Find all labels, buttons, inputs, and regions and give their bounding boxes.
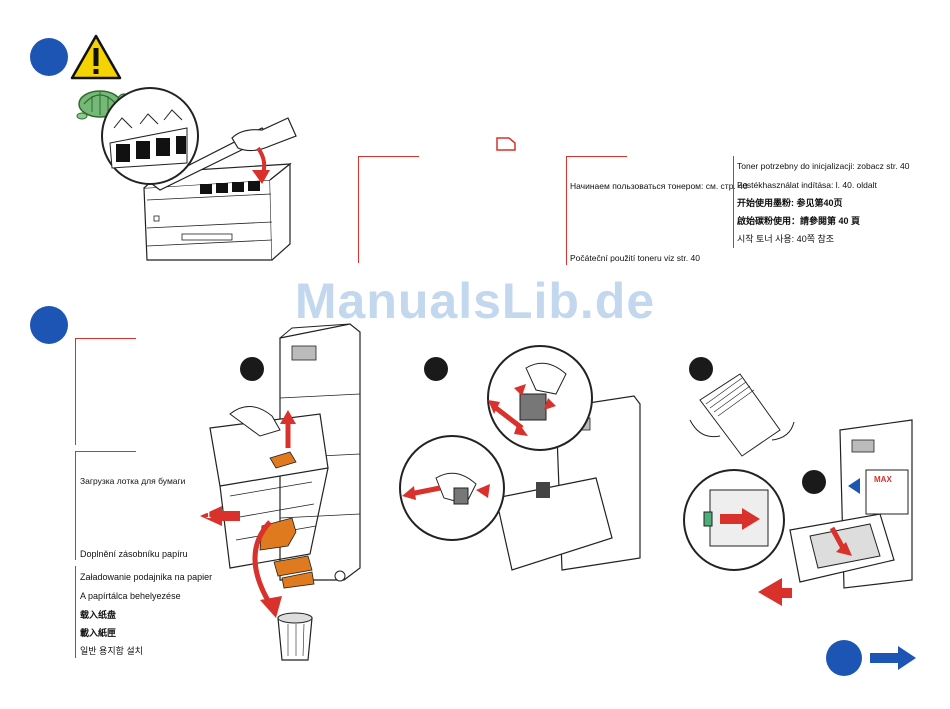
- tray-text-korean: 일반 용지함 설치: [80, 646, 143, 656]
- paper-guide-adjust-illustration: [399, 345, 641, 571]
- next-step-circle: [826, 640, 862, 676]
- next-page-arrow-icon[interactable]: [868, 644, 918, 672]
- tray-unpacking-illustration: [200, 323, 361, 661]
- substep-circle-1: [240, 357, 264, 381]
- red-bracket-bottom-2: [75, 451, 136, 560]
- watermark: ManualsLib.de: [294, 273, 656, 329]
- toner-text-hungarian: Festékhasználat indítása: l. 40. oldalt: [737, 180, 877, 190]
- substep-circle-2: [424, 357, 448, 381]
- warning-triangle-icon: [70, 34, 122, 80]
- toner-text-polish: Toner potrzebny do inicjalizacji: zobacz…: [737, 161, 910, 171]
- callout-arrow-one: 1: [206, 510, 212, 520]
- tray-text-russian: Загрузка лотка для бумаги: [80, 476, 186, 486]
- toner-text-chinese-traditional: 啟始碳粉使用：請參閱第 40 頁: [737, 216, 861, 226]
- page-reference-icon: [496, 137, 516, 151]
- red-bracket-top-1: [358, 156, 419, 263]
- red-bracket-top-3: [733, 156, 734, 248]
- red-bracket-top-2: [566, 156, 627, 265]
- toner-text-chinese-simplified: 开始使用墨粉: 参见第40页: [737, 198, 843, 208]
- step-circle-top: [30, 38, 68, 76]
- toner-text-czech: Počáteční použití toneru viz str. 40: [570, 253, 700, 263]
- tray-text-polish: Załadowanie podajnika na papier: [80, 572, 213, 582]
- max-label: MAX: [874, 475, 892, 484]
- substep-circle-4: [802, 470, 826, 494]
- printer-toner-illustration: [101, 87, 297, 261]
- substep-circle-3: [689, 357, 713, 381]
- red-bracket-bottom-1: [75, 338, 136, 445]
- tray-text-hungarian: A papírtálca behelyezése: [80, 591, 181, 601]
- paper-load-illustration: [683, 373, 913, 606]
- toner-text-russian: Начинаем пользоваться тонером: см. стр. …: [570, 181, 748, 191]
- tray-text-chinese-traditional: 載入紙匣: [80, 628, 117, 638]
- tray-text-czech: Doplnění zásobníku papíru: [80, 549, 188, 559]
- toner-text-korean: 시작 토너 사용: 40쪽 참조: [737, 234, 835, 244]
- step-circle-bottom: [30, 306, 68, 344]
- red-bracket-bottom-3: [75, 566, 76, 658]
- tray-text-chinese-simplified: 载入纸盘: [80, 610, 117, 620]
